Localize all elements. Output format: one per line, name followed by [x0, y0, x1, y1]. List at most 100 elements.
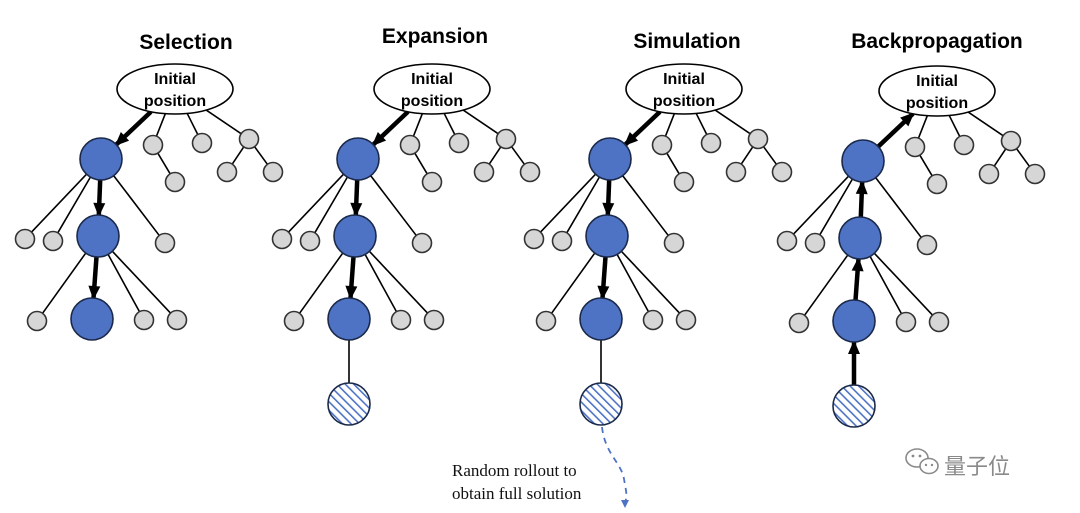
selection-arrow-head	[371, 131, 387, 146]
unvisited-node	[700, 132, 722, 154]
backprop-arrow-head	[900, 112, 915, 127]
tree-edge	[510, 146, 526, 165]
unvisited-node	[26, 310, 48, 332]
tree-edge	[231, 146, 245, 165]
tree-edge	[792, 175, 850, 235]
tree-edge	[967, 111, 1004, 137]
unvisited-node	[953, 134, 975, 156]
expanded-node	[579, 382, 623, 426]
selection-arrow-head	[93, 202, 106, 218]
annotation-line-2: obtain full solution	[452, 484, 582, 503]
unvisited-node	[271, 228, 293, 250]
unvisited-node	[142, 134, 164, 156]
tree-edge	[205, 109, 242, 135]
rollout-path	[601, 426, 628, 505]
backprop-arrow-head	[851, 256, 864, 272]
unvisited-node	[928, 311, 950, 333]
watermark: 量子位	[905, 448, 1010, 480]
unvisited-node	[1024, 163, 1046, 185]
wechat-icon	[905, 448, 939, 475]
unvisited-node	[399, 134, 421, 156]
annotation-line-1: Random rollout to	[452, 461, 577, 480]
unvisited-node	[551, 230, 573, 252]
visited-node	[579, 297, 623, 341]
root-label-line-1: Initial	[663, 71, 705, 88]
tree-edge	[566, 176, 601, 234]
selection-arrow-head	[602, 202, 615, 218]
visited-node	[588, 137, 632, 181]
unvisited-node	[747, 128, 769, 150]
tree-edge	[740, 146, 754, 165]
expanded-node	[832, 384, 876, 428]
tree-edge	[620, 250, 681, 314]
root-label-line-2: position	[401, 93, 463, 110]
unvisited-node	[238, 128, 260, 150]
tree-edge	[368, 250, 429, 314]
selection-arrow-head	[114, 131, 130, 146]
root-node	[116, 63, 234, 115]
tree-edge	[462, 109, 499, 135]
root-node	[625, 63, 743, 115]
visited-node	[585, 214, 629, 258]
panels: InitialpositionSelectionInitialpositionE…	[14, 25, 1046, 508]
tree-edge	[695, 113, 708, 135]
tree-edge	[30, 173, 88, 233]
tree-edge	[616, 254, 650, 313]
unvisited-node	[42, 230, 64, 252]
tree-edge	[819, 178, 854, 236]
unvisited-node	[133, 309, 155, 331]
unvisited-node	[519, 161, 541, 183]
unvisited-node	[1000, 130, 1022, 152]
tree-edge	[488, 146, 502, 165]
tree-edge	[993, 148, 1007, 167]
unvisited-node	[978, 163, 1000, 185]
tree-edge	[364, 254, 398, 313]
unvisited-node	[191, 132, 213, 154]
unvisited-node	[926, 173, 948, 195]
unvisited-node	[164, 171, 186, 193]
tree-edge	[157, 152, 171, 175]
tree-edge	[412, 113, 424, 137]
selection-arrow-head	[623, 131, 639, 146]
root-node	[878, 65, 996, 117]
tree-edge	[287, 173, 345, 233]
root-label-line-1: Initial	[916, 73, 958, 90]
visited-node	[327, 297, 371, 341]
selection-arrow-head	[597, 285, 610, 301]
visited-node	[832, 299, 876, 343]
tree-edge	[873, 252, 934, 316]
tree-edge	[1015, 148, 1031, 167]
tree-edge	[314, 176, 349, 234]
tree-edge	[113, 175, 160, 236]
unvisited-node	[904, 136, 926, 158]
unvisited-node	[651, 134, 673, 156]
tree-edge	[762, 146, 778, 165]
unvisited-node	[804, 232, 826, 254]
tree-edge	[41, 252, 87, 314]
unvisited-node	[299, 230, 321, 252]
unvisited-node	[725, 161, 747, 183]
tree-edge	[443, 113, 456, 135]
unvisited-node	[642, 309, 664, 331]
unvisited-node	[771, 161, 793, 183]
tree-edge	[803, 254, 849, 316]
tree-edge	[107, 254, 141, 313]
selection-arrow-head	[345, 285, 358, 301]
root-label-line-1: Initial	[411, 71, 453, 88]
tree-edge	[370, 175, 417, 236]
panel-title: Expansion	[382, 25, 488, 48]
unvisited-node	[895, 311, 917, 333]
tree-edge	[664, 113, 676, 137]
visited-node	[838, 216, 882, 260]
tree-edge	[869, 256, 903, 315]
unvisited-node	[535, 310, 557, 332]
unvisited-node	[663, 232, 685, 254]
unvisited-node	[423, 309, 445, 331]
root-label-line-1: Initial	[154, 71, 196, 88]
rollout-annotation: Random rollout to obtain full solution	[452, 461, 582, 503]
root-label-line-2: position	[144, 93, 206, 110]
tree-edge	[539, 173, 597, 233]
panel-title: Simulation	[633, 30, 740, 53]
